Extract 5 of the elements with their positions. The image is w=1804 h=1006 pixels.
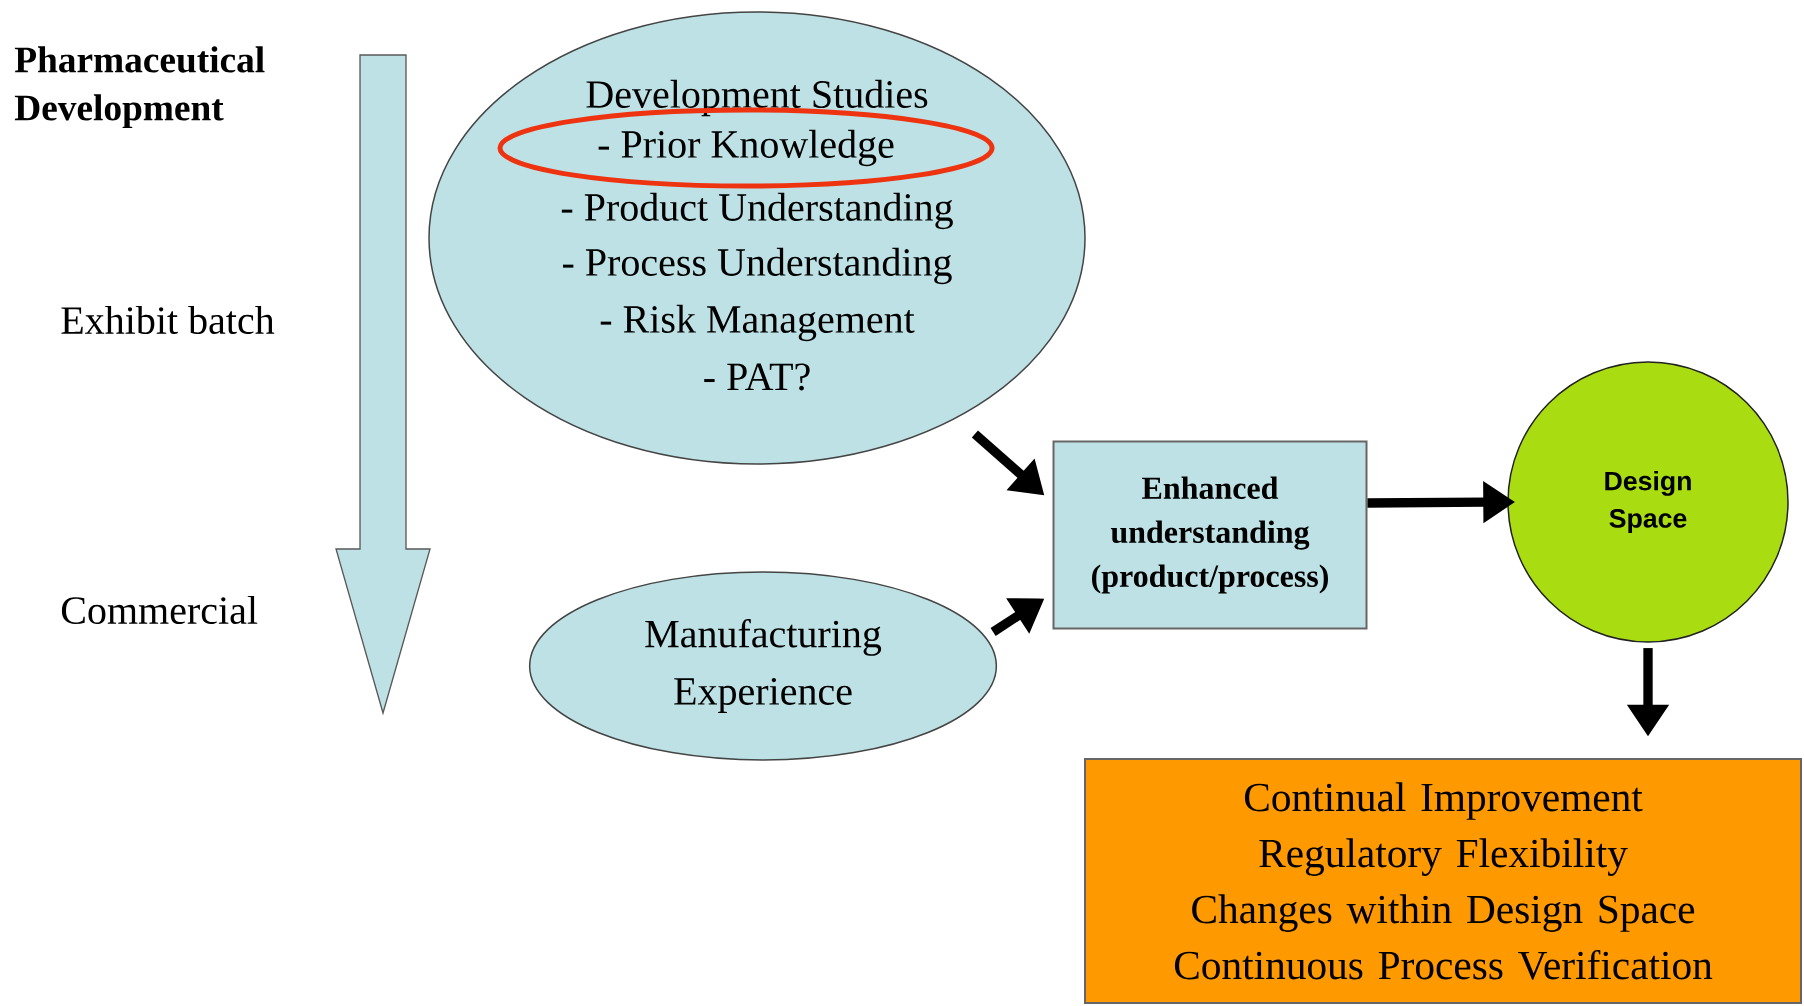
heading: Pharmaceutical Development	[14, 46, 265, 129]
process-box: Enhanced understanding (product/process)	[1052, 440, 1368, 630]
side-label: Exhibit batch	[61, 305, 275, 335]
outcome-box: Continual Improvement Regulatory Flexibility Changes within Design Space Continuous Process Verification	[1084, 758, 1802, 1004]
side-label: Commercial	[61, 595, 258, 625]
